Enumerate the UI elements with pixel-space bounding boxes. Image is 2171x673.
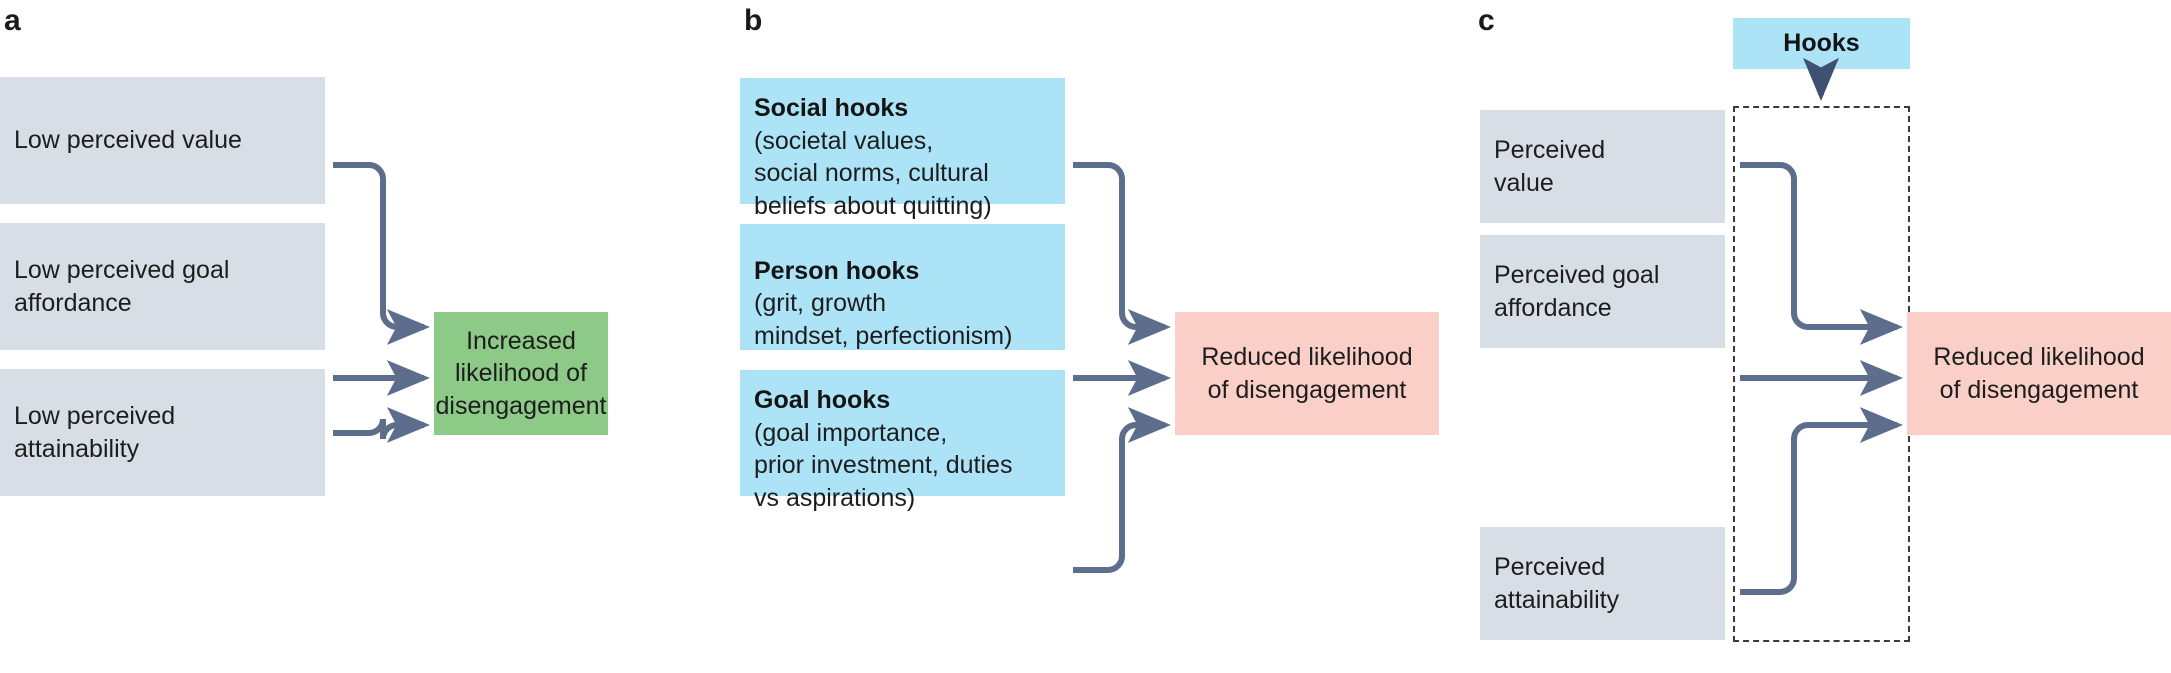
panel-b-arrow-3 [1073, 406, 1172, 573]
panel-b-hook-title-3: Goal hooks [754, 386, 891, 415]
panel-c-antecedent-box-2: Perceived goal affordance [1480, 235, 1725, 348]
panel-b-hook-title-1: Social hooks [754, 94, 909, 123]
panel-c-antecedent-label-3: Perceived attainability [1494, 553, 1620, 614]
panel-a-antecedent-label-2: Low perceived goal affordance [14, 256, 230, 317]
panel-c-hooks-moderation-region [1733, 106, 1910, 642]
panel-a-arrow-1 [333, 162, 431, 345]
panel-b-arrow-1 [1073, 162, 1172, 345]
panel-a-antecedent-box-1: Low perceived value [0, 77, 325, 204]
panel-c-antecedent-box-1: Perceived value [1480, 110, 1725, 223]
panel-b-hook-box-3: Goal hooks (goal importance, prior invest… [740, 370, 1065, 512]
panel-b-hook-title-2: Person hooks [754, 256, 920, 285]
panel-b-outcome-label: Reduced likelihood of disengagement [1201, 343, 1413, 404]
panel-c-antecedent-label-1: Perceived value [1494, 136, 1606, 197]
panel-b-hook-box-2: Person hooks (grit, growth mindset, perfe… [740, 224, 1065, 350]
panel-a-antecedent-label-1: Low perceived value [14, 126, 242, 155]
panel-b-hook-detail-3: (goal importance, prior investment, duti… [754, 418, 1013, 512]
panel-b-hook-detail-1: (societal values, social norms, cultural… [754, 126, 992, 220]
panel-letter-c: c [1478, 4, 1495, 37]
panel-a-outcome-box: Increased likelihood of disengagement [434, 312, 608, 435]
panel-c-antecedent-label-2: Perceived goal affordance [1494, 261, 1660, 322]
panel-b-hook-box-1: Social hooks (societal values, social nor… [740, 78, 1065, 220]
panel-letter-b: b [744, 4, 762, 37]
panel-c-hooks-label: Hooks [1783, 29, 1860, 57]
panel-c-outcome-label: Reduced likelihood of disengagement [1933, 343, 2145, 404]
panel-b-outcome-box: Reduced likelihood of disengagement [1175, 312, 1439, 435]
panel-c-outcome-box: Reduced likelihood of disengagement [1907, 312, 2171, 435]
panel-c-antecedent-box-3: Perceived attainability [1480, 527, 1725, 640]
panel-a-antecedent-label-3: Low perceived attainability [14, 402, 176, 463]
panel-b-hook-text-2: Person hooks (grit, growth mindset, perfe… [754, 222, 1012, 352]
panel-a-antecedent-box-3: Low perceived attainability [0, 369, 325, 496]
panel-a-antecedent-box-2: Low perceived goal affordance [0, 223, 325, 350]
panel-a-arrow-3 [333, 406, 431, 443]
panel-letter-a: a [4, 4, 21, 37]
panel-b-hook-text-1: Social hooks (societal values, social nor… [754, 60, 992, 223]
panel-b-hook-detail-2: (grit, growth mindset, perfectionism) [754, 289, 1013, 350]
panel-b-hook-text-3: Goal hooks (goal importance, prior invest… [754, 352, 1012, 515]
panel-c-hooks-box: Hooks [1733, 18, 1910, 69]
panel-a-outcome-label: Increased likelihood of disengagement [435, 326, 607, 420]
